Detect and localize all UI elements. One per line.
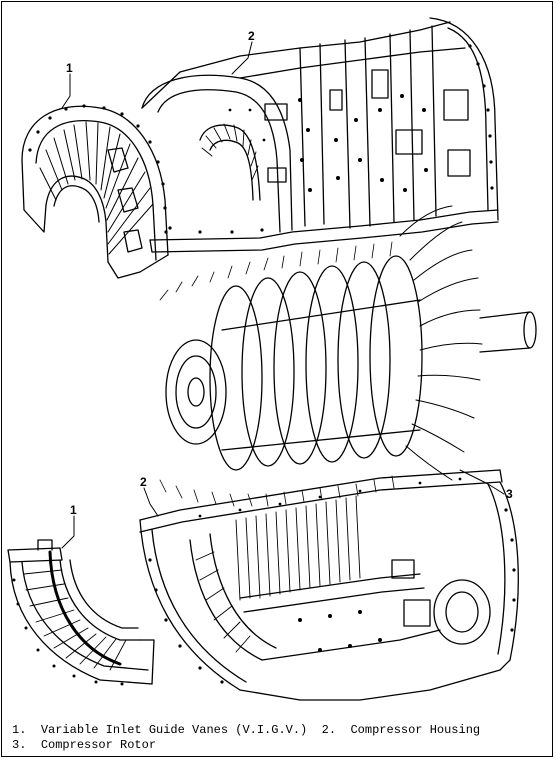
legend-item1-number: 1. — [12, 723, 27, 737]
legend-item1-text: Variable Inlet Guide Vanes (V.I.G.V.) — [40, 723, 308, 737]
callout-top-housing: 2 — [248, 29, 255, 43]
leader-bottom-2 — [143, 487, 159, 517]
bottom-compressor-housing — [139, 469, 519, 701]
top-inlet-guide-vanes — [21, 104, 169, 279]
leader-3 — [459, 469, 505, 495]
legend-item2-number: 2. — [321, 723, 337, 737]
leader-top-1 — [61, 73, 71, 109]
callout-bottom-inlet-vanes: 1 — [70, 503, 77, 517]
callout-bottom-housing: 2 — [140, 475, 147, 489]
callout-top-inlet-vanes: 1 — [66, 61, 73, 75]
bottom-inlet-guide-vanes — [7, 539, 155, 686]
exploded-compressor-illustration: 1 2 3 2 1 — [7, 17, 537, 701]
parts-legend: 1. Variable Inlet Guide Vanes (V.I.G.V.)… — [12, 723, 552, 753]
legend-item3-text: Compressor Rotor — [40, 738, 157, 752]
legend-item2-text: Compressor Housing — [350, 723, 481, 737]
top-compressor-housing — [141, 17, 499, 253]
leader-top-2 — [231, 41, 253, 75]
legend-row-2: 3. Compressor Rotor — [12, 738, 552, 753]
callout-leaders — [61, 41, 505, 549]
legend-item3-number: 3. — [12, 738, 27, 752]
callout-rotor: 3 — [506, 487, 513, 501]
legend-row-1: 1. Variable Inlet Guide Vanes (V.I.G.V.)… — [12, 723, 552, 738]
compressor-rotor — [159, 205, 537, 507]
leader-bottom-1 — [61, 515, 75, 549]
